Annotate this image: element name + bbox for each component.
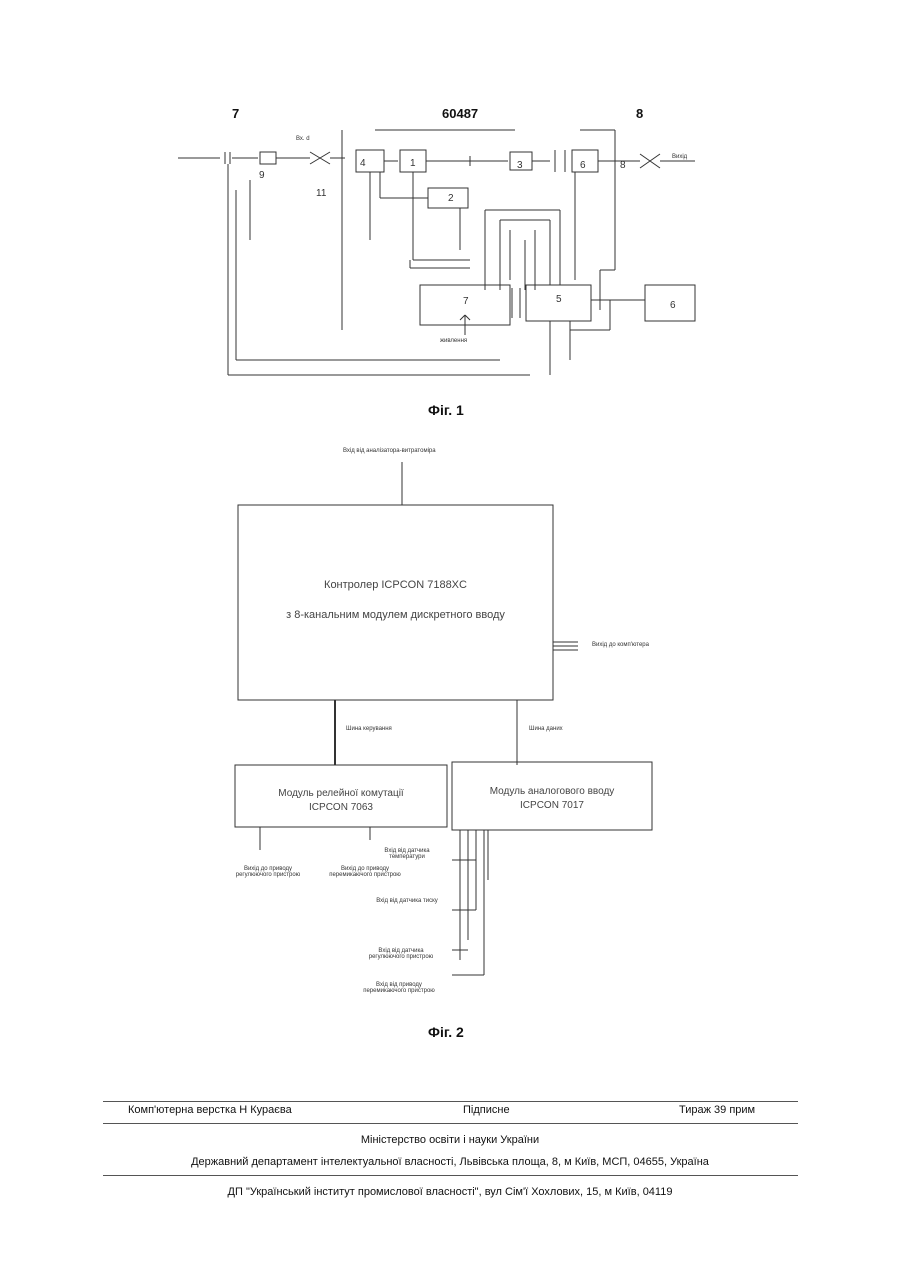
fig1-output-label: Вихід — [672, 154, 687, 160]
fig1-valve-left — [310, 152, 330, 164]
patent-number: 60487 — [442, 106, 478, 121]
footer-print-run: Тираж 39 прим — [679, 1104, 755, 1116]
fig1-label-5: 5 — [556, 294, 562, 305]
fig2-controller-line2: з 8-канальним модулем дискретного вводу — [238, 605, 553, 625]
fig1-label-7: 7 — [463, 296, 469, 307]
footer-institute: ДП "Український інститут промислової вла… — [0, 1186, 900, 1198]
fig2-in4: Вхід від приводу перемикаючого пристрою — [356, 982, 442, 994]
footer-rule-mid — [103, 1123, 798, 1124]
fig1-block-9 — [260, 152, 276, 164]
fig1-label-3: 3 — [517, 160, 523, 171]
fig2-relay-line2: ICPCON 7063 — [235, 801, 447, 815]
fig1-label-8: 8 — [620, 160, 626, 171]
fig1-top-left-label: Вх. d — [296, 136, 310, 142]
fig2-analog-line2: ICPCON 7017 — [452, 799, 652, 813]
fig2-caption: Фіг. 2 — [428, 1024, 464, 1040]
fig1-label-11: 11 — [316, 188, 326, 199]
fig2-controller-output: Вихід до комп'ютера — [592, 642, 649, 648]
fig1-label-1: 1 — [410, 158, 416, 169]
fig1-label-2: 2 — [448, 193, 454, 204]
fig1-diagram — [170, 120, 710, 395]
footer-signed: Підписне — [463, 1104, 510, 1116]
fig1-label-9: 9 — [259, 170, 265, 181]
fig2-relay-line1: Модуль релейної комутації — [235, 787, 447, 801]
fig2-bus-right-label: Шина даних — [529, 726, 563, 732]
fig1-label-6: 6 — [580, 160, 586, 171]
footer-rule-bottom — [103, 1175, 798, 1176]
fig2-diagram — [220, 440, 690, 1000]
fig1-label-6b: 6 — [670, 300, 676, 311]
fig2-in3: Вхід від датчика регулюючого пристрою — [360, 948, 442, 960]
page-right-number: 8 — [636, 106, 643, 121]
fig1-valve-right — [640, 154, 660, 168]
fig1-label-4: 4 — [360, 158, 366, 169]
footer-typesetting: Комп'ютерна верстка Н Кураєва — [128, 1104, 292, 1116]
page-left-number: 7 — [232, 106, 239, 121]
fig2-in1: Вхід від датчика температури — [372, 848, 442, 860]
footer-ministry: Міністерство освіти і науки України — [0, 1134, 900, 1146]
fig2-out-left: Вихід до приводу регулюючого пристрою — [228, 866, 308, 878]
fig2-in2: Вхід від датчика тиску — [372, 898, 442, 904]
fig2-out-mid: Вихід до приводу перемикаючого пристрою — [320, 866, 410, 878]
fig2-bus-left-label: Шина керування — [346, 726, 392, 732]
fig2-analog-line1: Модуль аналогового вводу — [452, 785, 652, 799]
fig1-bottom-label: живлення — [440, 338, 467, 344]
footer-department: Державний департамент інтелектуальної вл… — [0, 1156, 900, 1168]
fig2-controller-box — [238, 505, 553, 700]
fig2-controller-line1: Контролер ICPCON 7188XC — [238, 575, 553, 595]
footer-rule-top — [103, 1101, 798, 1102]
fig1-caption: Фіг. 1 — [428, 402, 464, 418]
fig2-top-input-label: Вхід від аналізатора-витратоміра — [343, 448, 436, 454]
